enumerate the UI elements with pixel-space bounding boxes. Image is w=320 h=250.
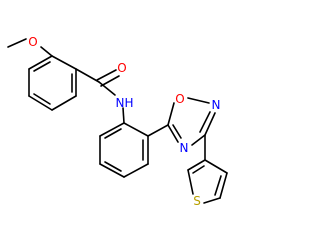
bond-ring1-inner-3	[33, 61, 51, 72]
bond-ring2-inner-3	[104, 128, 122, 139]
bond-oxd-c5-o	[167, 102, 175, 126]
atom-n-ring-top: N	[212, 98, 221, 112]
bond-carbonyl-n	[98, 81, 116, 96]
bond-aryl-carbonyl	[75, 68, 100, 83]
bond-thio-5	[187, 159, 206, 171]
bond-ring1-6	[28, 55, 53, 70]
structure-diagram: O O N H O N N S	[7, 35, 228, 208]
bond-oxd-n-c3-double	[199, 111, 211, 133]
bond-ring2-6	[99, 122, 125, 137]
bond-thio-inner-1	[214, 175, 222, 196]
atom-n-amide: N	[116, 96, 125, 110]
bond-oxd-n-c5-double	[172, 124, 182, 139]
bond-thio-4	[187, 169, 194, 195]
bond-oxd-n-c5	[167, 124, 179, 143]
bond-ring2-3	[123, 163, 149, 178]
bond-aryl-oxadiazole	[147, 124, 169, 137]
atom-o-carbonyl: O	[117, 61, 126, 75]
atom-o-ring: O	[175, 92, 184, 106]
bond-ring1-3	[51, 95, 77, 111]
bond-oxd-c3-n	[191, 134, 206, 146]
bond-ring2-1	[123, 122, 149, 137]
bond-ring1-4	[28, 95, 53, 111]
bond-methyl-o	[7, 38, 27, 48]
bond-ring1-1	[51, 55, 77, 70]
bond-thio-1	[204, 159, 228, 174]
bond-ring2-4	[99, 163, 125, 178]
bond-oxd-n-c3	[204, 112, 216, 136]
atom-n-ring-bottom: N	[180, 141, 189, 155]
bond-thio-inner-2	[192, 165, 205, 174]
bond-n-aryl	[122, 107, 125, 124]
bond-thio-2	[219, 172, 228, 199]
bond-o-aryl	[40, 46, 53, 57]
molecule-canvas: O O N H O N N S	[7, 35, 228, 208]
bond-oxd-o-n	[187, 97, 210, 104]
atom-s-thiophene: S	[193, 194, 201, 208]
bond-c-o-double-2	[100, 75, 120, 87]
bond-thio-3	[203, 197, 221, 204]
bond-c-o-double-1	[96, 69, 117, 81]
bond-ring2-inner-2	[104, 161, 122, 172]
bond-ring1-inner-2	[33, 93, 51, 105]
atom-h-amide: H	[124, 96, 133, 110]
atom-o-methoxy: O	[28, 35, 37, 49]
